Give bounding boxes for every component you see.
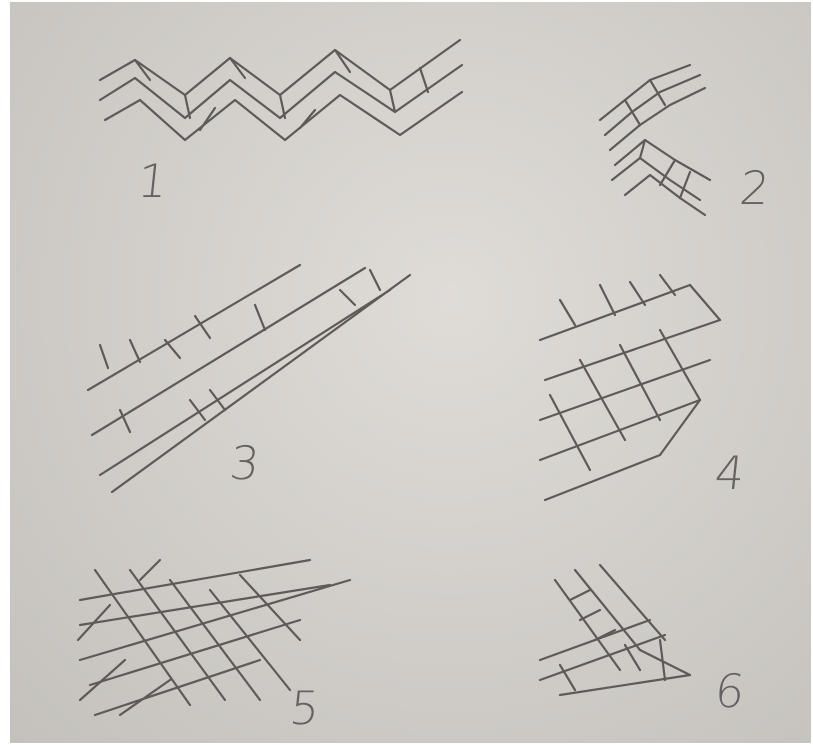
label-3: 3 [228,440,262,486]
label-4: 4 [713,450,747,496]
pattern-2-small-herringbone [600,65,710,215]
label-2: 2 [738,165,772,211]
label-5: 5 [288,685,322,731]
label-6: 6 [713,668,747,714]
pattern-1-zigzag [100,40,462,140]
pattern-4-herringbone [540,275,720,500]
label-1: 1 [136,158,170,204]
pattern-6-cross-stack [540,565,690,695]
